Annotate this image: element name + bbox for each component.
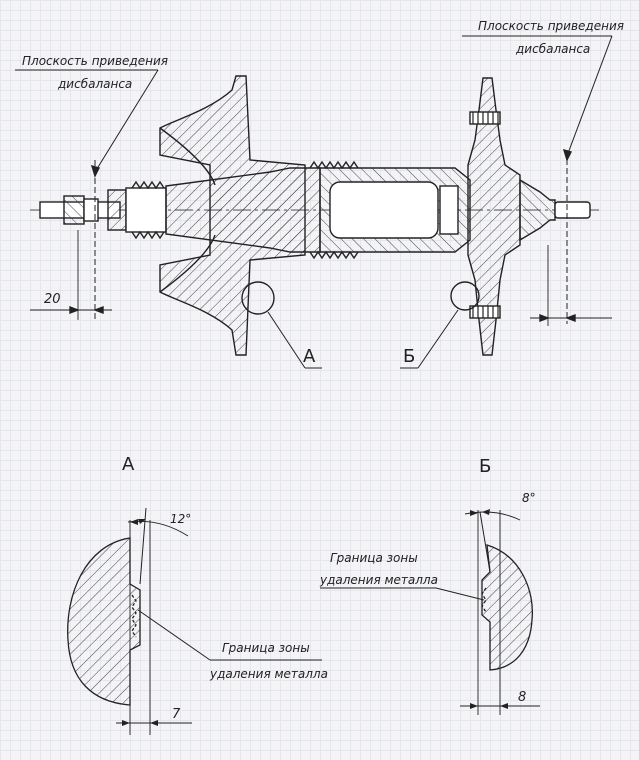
turbine-nose (519, 178, 556, 242)
detail-circle-a (241, 281, 275, 315)
detail-b-angle: 8° (522, 491, 536, 505)
shaft-body (165, 167, 321, 253)
detail-a-title: А (122, 454, 135, 475)
detail-circle-b (450, 281, 480, 311)
detail-a-zone-line1: Граница зоны (222, 641, 310, 655)
balance-plane-right-line1: Плоскость приведения (478, 19, 624, 33)
detail-b-dimension: 8 (518, 690, 526, 705)
blade-tip-top (469, 111, 501, 125)
detail-b (320, 509, 540, 715)
detail-b-zone-line2: удаления металла (319, 573, 438, 587)
view-label-b: Б (403, 346, 415, 367)
detail-a-dimension: 7 (172, 707, 181, 722)
detail-b-section (481, 544, 534, 671)
blade-tip-bottom (469, 305, 501, 319)
balance-plane-left-line2: дисбаланса (57, 77, 132, 91)
housing-cavity (329, 181, 439, 239)
dimension-20: 20 (44, 292, 61, 307)
detail-a-zone-line2: удаления металла (209, 667, 328, 681)
view-label-a: А (303, 346, 316, 367)
detail-b-title: Б (479, 456, 491, 477)
detail-a-section (67, 537, 141, 706)
detail-a (67, 507, 322, 735)
shaft-end-right (554, 201, 591, 219)
detail-a-angle: 12° (170, 512, 191, 526)
nut-left (63, 195, 85, 225)
balance-plane-right-line2: дисбаланса (515, 42, 590, 56)
turbine-wheel (467, 77, 521, 356)
spring-sleeve (125, 187, 167, 233)
rotor-assembly (15, 35, 613, 369)
detail-b-zone-line1: Граница зоны (330, 551, 418, 565)
balance-plane-left-line1: Плоскость приведения (22, 54, 168, 68)
